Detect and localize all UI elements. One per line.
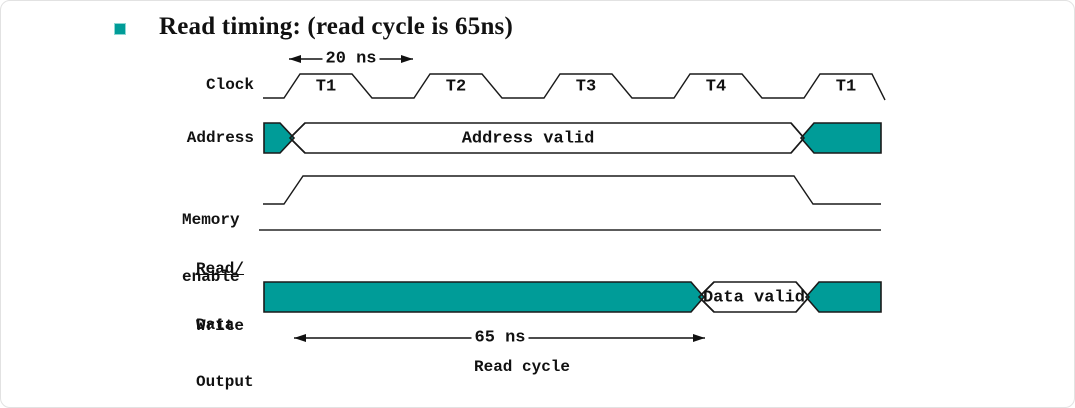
period-annotation: 20 ns bbox=[322, 49, 380, 69]
address-waveform bbox=[263, 122, 882, 154]
title-row: Read timing: (read cycle is 65ns) bbox=[1, 1, 1074, 51]
clock-phase-t3: T3 bbox=[575, 77, 597, 97]
read-write-label: Read/ Write bbox=[196, 260, 245, 335]
clock-label: Clock bbox=[205, 76, 254, 94]
read-cycle-duration: 65 ns bbox=[471, 328, 529, 348]
data-output-waveform bbox=[263, 281, 882, 313]
address-valid-text: Address valid bbox=[461, 129, 595, 149]
clock-phase-t4: T4 bbox=[705, 77, 727, 97]
memory-enable-waveform bbox=[263, 175, 881, 205]
address-label: Address bbox=[186, 129, 254, 147]
read-cycle-caption: Read cycle bbox=[473, 358, 571, 376]
clock-waveform bbox=[263, 73, 886, 101]
bullet-icon bbox=[114, 23, 126, 35]
memory-enable-label: Memory enable bbox=[182, 211, 240, 286]
data-output-label: Data Output bbox=[196, 316, 254, 391]
clock-phase-t1b: T1 bbox=[835, 77, 857, 97]
page-title: Read timing: (read cycle is 65ns) bbox=[159, 13, 514, 40]
data-valid-text: Data valid bbox=[702, 288, 806, 308]
clock-phase-t1: T1 bbox=[315, 77, 337, 97]
clock-phase-t2: T2 bbox=[445, 77, 467, 97]
